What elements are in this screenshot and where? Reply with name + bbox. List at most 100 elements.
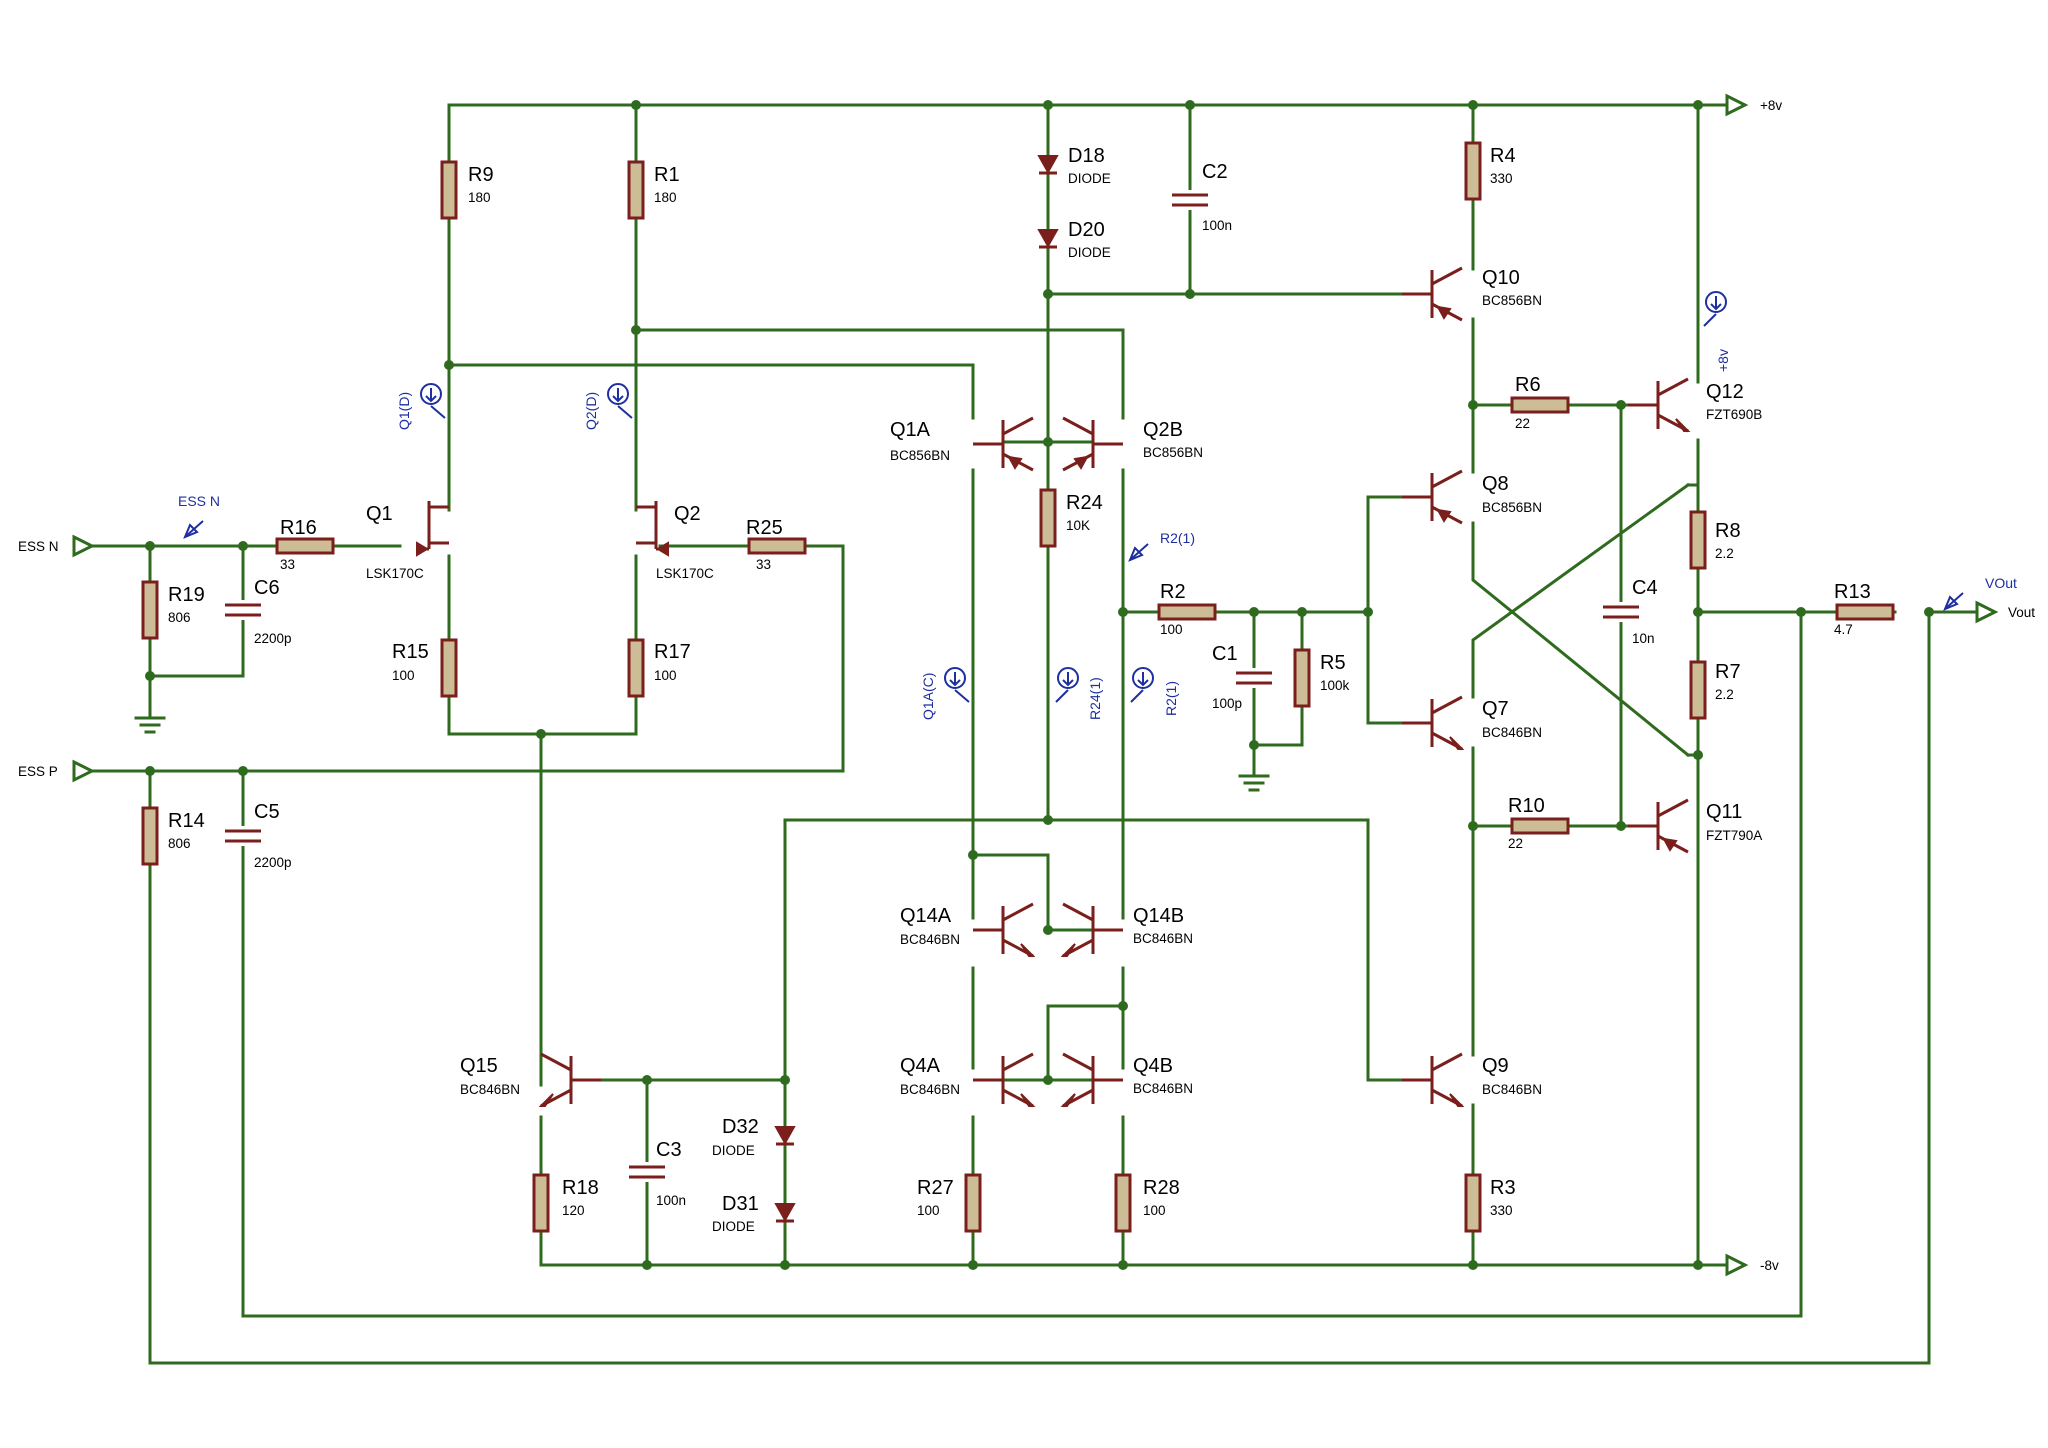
transistor-q12-value: FZT690B [1706, 407, 1762, 422]
port-ess-n-label: ESS N [18, 539, 59, 554]
port-ess-p: ESS P [18, 759, 96, 783]
resistor-r2-ref: R2 [1160, 581, 1186, 603]
transistor-q4a-ref: Q4A [900, 1055, 941, 1077]
transistor-q11-ref: Q11 [1706, 801, 1742, 823]
capacitor-c2-ref: C2 [1202, 161, 1228, 183]
transistor-q11-value: FZT790A [1706, 828, 1762, 843]
positive-rail-terminal: +8v [1725, 93, 1782, 117]
resistor-r13: R13 4.7 [1834, 581, 1895, 637]
resistor-r1-ref: R1 [654, 164, 680, 186]
resistor-r7-value: 2.2 [1715, 687, 1734, 702]
resistor-r17-ref: R17 [654, 641, 691, 663]
diode-d20-value: DIODE [1068, 245, 1111, 260]
resistor-r10: R10 22 [1508, 795, 1570, 851]
transistor-q4b-ref: Q4B [1133, 1055, 1173, 1077]
resistor-r2-value: 100 [1160, 622, 1183, 637]
transistor-q7-value: BC846BN [1482, 725, 1542, 740]
transistor-q4b: Q4B BC846BN [1060, 1052, 1193, 1108]
resistor-r5-ref: R5 [1320, 652, 1346, 674]
diode-d20-ref: D20 [1068, 219, 1105, 241]
port-vout: Vout [1927, 600, 2035, 624]
resistor-r18-ref: R18 [562, 1177, 599, 1199]
resistor-r24-ref: R24 [1066, 492, 1103, 514]
resistor-r13-ref: R13 [1834, 581, 1871, 603]
probe-r24: R24(1) [1055, 667, 1103, 720]
transistor-q15-ref: Q15 [460, 1055, 498, 1077]
ground-symbol [1238, 774, 1270, 792]
resistor-r8-ref: R8 [1715, 520, 1741, 542]
resistor-r4-value: 330 [1490, 171, 1513, 186]
transistor-q15-value: BC846BN [460, 1082, 520, 1097]
resistor-r16-ref: R16 [280, 517, 317, 539]
resistor-r10-ref: R10 [1508, 795, 1545, 817]
resistor-r6-ref: R6 [1515, 374, 1541, 396]
transistor-q9-ref: Q9 [1482, 1055, 1509, 1077]
diode-d32-value: DIODE [712, 1143, 755, 1158]
probe-ess-n: ESS N [178, 493, 220, 539]
transistor-q8-value: BC856BN [1482, 500, 1542, 515]
transistor-q9-value: BC846BN [1482, 1082, 1542, 1097]
transistor-q4b-value: BC846BN [1133, 1081, 1193, 1096]
capacitor-c4-ref: C4 [1632, 577, 1658, 599]
transistor-q1-ref: Q1 [366, 503, 393, 525]
diode-d18-value: DIODE [1068, 171, 1111, 186]
probe-vout-label: VOut [1985, 575, 2017, 591]
probe-q12: +8v [1703, 291, 1731, 372]
transistor-q14a-value: BC846BN [900, 932, 960, 947]
resistor-r8: R82.2 [1689, 510, 1741, 570]
probe-r2-low: R2(1) [1130, 667, 1179, 716]
diode-d18-ref: D18 [1068, 145, 1105, 167]
resistor-r10-value: 22 [1508, 836, 1523, 851]
transistor-q2-value: LSK170C [656, 566, 714, 581]
probe-q1d-label: Q1(D) [396, 392, 412, 430]
resistor-r9-value: 180 [468, 190, 491, 205]
resistor-r14-value: 806 [168, 836, 191, 851]
transistor-q2b-value: BC856BN [1143, 445, 1203, 460]
transistor-q14b-value: BC846BN [1133, 931, 1193, 946]
resistors: R9180R1180R4330R1633R19806R2533R15100R17… [141, 141, 1895, 1233]
capacitor-c6: C6 2200p [225, 577, 292, 646]
resistor-r3-value: 330 [1490, 1203, 1513, 1218]
capacitor-c1-value: 100p [1212, 696, 1242, 711]
transistor-q10-ref: Q10 [1482, 267, 1520, 289]
resistor-r25-ref: R25 [746, 517, 783, 539]
probe-q2d-label: Q2(D) [583, 392, 599, 430]
resistor-r17-value: 100 [654, 668, 677, 683]
transistor-q7-ref: Q7 [1482, 698, 1509, 720]
resistor-r16-value: 33 [280, 557, 295, 572]
transistor-q1a-value: BC856BN [890, 448, 950, 463]
resistor-r13-value: 4.7 [1834, 622, 1853, 637]
port-ess-n: ESS N [18, 534, 96, 558]
probe-q1d: Q1(D) [396, 383, 446, 430]
capacitor-c6-ref: C6 [254, 577, 280, 599]
resistor-r18-value: 120 [562, 1203, 585, 1218]
capacitor-c2-value: 100n [1202, 218, 1232, 233]
resistor-r25-value: 33 [756, 557, 771, 572]
probe-r2-top: R2(1) [1128, 530, 1195, 562]
capacitor-c6-value: 2200p [254, 631, 292, 646]
diode-d32-ref: D32 [722, 1116, 759, 1138]
